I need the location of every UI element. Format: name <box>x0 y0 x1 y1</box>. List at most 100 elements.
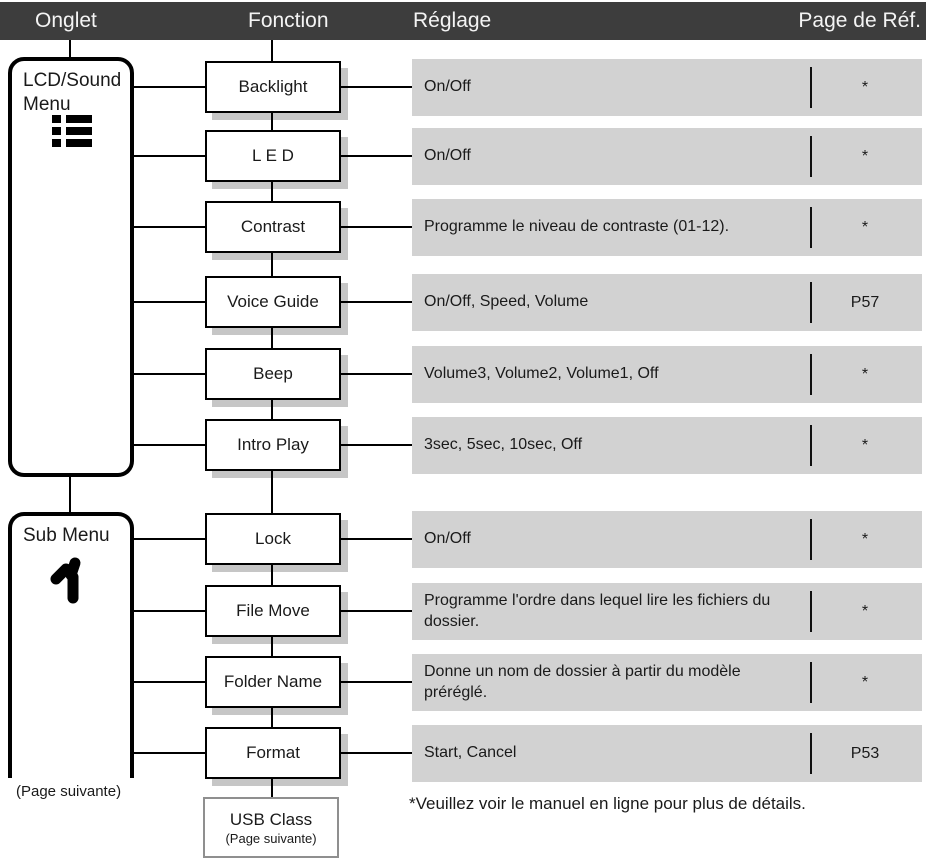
connector-box-box <box>271 400 273 419</box>
function-box: File Move <box>205 585 341 637</box>
list-menu-icon <box>52 115 92 147</box>
function-box: Format <box>205 727 341 779</box>
bar-divider <box>810 282 812 323</box>
connector-box-bar <box>341 155 412 157</box>
footnote: *Veuillez voir le manuel en ligne pour p… <box>409 794 806 813</box>
function-box: Intro Play <box>205 419 341 471</box>
connector-tab-row <box>134 681 205 683</box>
connector-tab-row <box>134 444 205 446</box>
page-ref: * <box>861 218 869 236</box>
column-header-bar: Onglet Fonction Réglage Page de Réf. <box>0 2 926 40</box>
setting-bar: On/Off, Speed, Volume P57 <box>412 274 922 331</box>
page-ref: * <box>861 436 869 454</box>
function-label: Lock <box>255 529 291 548</box>
connector-box-box <box>271 565 273 585</box>
setting-text: Start, Cancel <box>424 744 517 762</box>
page-ref: * <box>861 147 869 165</box>
connector-tab-row <box>134 226 205 228</box>
connector-tab-row <box>134 373 205 375</box>
setting-bar: Programme l'ordre dans lequel lire les f… <box>412 583 922 640</box>
connector-box-box <box>271 471 273 513</box>
connector-box-bar <box>341 444 412 446</box>
header-page-ref: Page de Réf. <box>798 9 921 32</box>
setting-text: On/Off <box>424 147 471 165</box>
header-onglet: Onglet <box>35 9 97 32</box>
next-function-label: USB Class <box>229 809 313 829</box>
tab-box-sub-menu: Sub Menu <box>8 512 134 778</box>
connector-tab-row <box>134 155 205 157</box>
setting-bar: 3sec, 5sec, 10sec, Off * <box>412 417 922 474</box>
bar-divider <box>810 591 812 632</box>
function-label: Folder Name <box>223 672 323 691</box>
page-ref: P57 <box>850 293 880 311</box>
next-function-note: (Page suivante) <box>225 830 317 846</box>
bar-divider <box>810 519 812 560</box>
setting-text: 3sec, 5sec, 10sec, Off <box>424 436 583 454</box>
function-box: Backlight <box>205 61 341 113</box>
tab-label-lcd-sound-menu: LCD/Sound Menu <box>23 70 122 116</box>
tab-box-lcd-sound-menu: LCD/Sound Menu <box>8 57 134 477</box>
function-box: L E D <box>205 130 341 182</box>
header-reglage: Réglage <box>413 9 492 32</box>
function-label: L E D <box>252 146 294 165</box>
bar-divider <box>810 136 812 177</box>
setting-text: Volume3, Volume2, Volume1, Off <box>424 365 659 383</box>
setting-bar: On/Off * <box>412 128 922 185</box>
page-ref: * <box>861 78 869 96</box>
setting-text: On/Off <box>424 78 471 96</box>
setting-text: On/Off <box>424 530 471 548</box>
connector-box-bar <box>341 752 412 754</box>
function-label: Beep <box>253 364 293 383</box>
header-fonction: Fonction <box>248 9 329 32</box>
connector-tab-row <box>134 86 205 88</box>
connector-box-box <box>271 708 273 727</box>
function-label: File Move <box>236 601 310 620</box>
page-ref: P53 <box>850 744 880 762</box>
tab-label-sub-menu: Sub Menu <box>23 525 110 546</box>
function-box: Folder Name <box>205 656 341 708</box>
connector-box-bar <box>341 610 412 612</box>
connector-fonction-to-funcbox <box>271 40 273 61</box>
function-label: Contrast <box>240 217 306 236</box>
function-box: Voice Guide <box>205 276 341 328</box>
connector-box-bar <box>341 373 412 375</box>
wrench-icon <box>50 557 81 604</box>
connector-tab-row <box>134 301 205 303</box>
bar-divider <box>810 425 812 466</box>
page-ref: * <box>861 365 869 383</box>
bar-divider <box>810 67 812 108</box>
connector-box-bar <box>341 538 412 540</box>
function-label: Backlight <box>238 77 308 96</box>
bar-divider <box>810 733 812 774</box>
connector-box-box <box>271 253 273 276</box>
connector-box-box <box>271 779 273 797</box>
bar-divider <box>810 354 812 395</box>
setting-text: Programme le niveau de contraste (01-12)… <box>424 218 730 236</box>
page-ref: * <box>861 673 869 691</box>
setting-bar: Start, Cancel P53 <box>412 725 922 782</box>
setting-bar: On/Off * <box>412 59 922 116</box>
setting-text: Programme l'ordre dans lequel lire les f… <box>424 591 771 630</box>
connector-box-bar <box>341 86 412 88</box>
function-box: Lock <box>205 513 341 565</box>
function-label: Intro Play <box>237 435 309 454</box>
next-function-box: USB Class (Page suivante) <box>203 797 339 858</box>
connector-tab-row <box>134 538 205 540</box>
connector-box-bar <box>341 681 412 683</box>
setting-text: On/Off, Speed, Volume <box>424 293 589 311</box>
setting-bar: Volume3, Volume2, Volume1, Off * <box>412 346 922 403</box>
function-label: Format <box>246 743 300 762</box>
page-ref: * <box>861 602 869 620</box>
connector-tab-row <box>134 610 205 612</box>
bar-divider <box>810 662 812 703</box>
connector-box-box <box>271 637 273 656</box>
function-box: Beep <box>205 348 341 400</box>
setting-bar: Donne un nom de dossier à partir du modè… <box>412 654 922 711</box>
connector-box-bar <box>341 301 412 303</box>
connector-box-box <box>271 113 273 130</box>
function-label: Voice Guide <box>227 292 319 311</box>
connector-box-box <box>271 182 273 201</box>
connector-box-bar <box>341 226 412 228</box>
connector-onglet-to-tabbox <box>69 40 71 57</box>
